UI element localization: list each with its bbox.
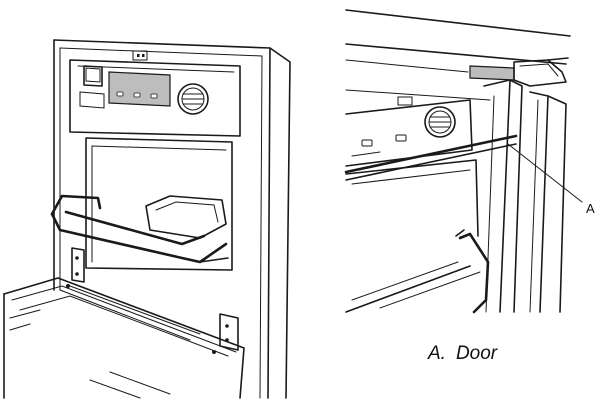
cabinet-body	[53, 39, 291, 399]
panel-button	[116, 91, 124, 97]
door-bracket-right	[219, 313, 239, 351]
panel-button	[133, 92, 141, 98]
ice-bin	[145, 195, 227, 239]
legend-text: Door	[455, 343, 498, 364]
control-dial	[424, 106, 456, 138]
toggle-switch	[83, 65, 103, 87]
display-panel	[108, 71, 171, 107]
control-dial	[177, 83, 209, 115]
left-illustration	[3, 39, 291, 399]
legend: A. Door	[428, 343, 497, 365]
top-hinge	[469, 65, 515, 81]
panel-button	[395, 134, 407, 142]
top-latch	[132, 50, 148, 61]
open-door	[3, 247, 245, 399]
callout-a: A	[507, 143, 595, 216]
door-bracket-left	[71, 247, 85, 283]
control-panel-closeup	[345, 96, 473, 167]
control-panel	[69, 59, 241, 137]
bail-handle	[50, 194, 229, 264]
door-closeup	[483, 79, 567, 313]
legend-letter: A.	[428, 343, 446, 364]
interior-closeup	[344, 134, 518, 314]
callout-letter: A	[586, 201, 595, 216]
right-illustration: A	[344, 9, 595, 314]
panel-button	[150, 93, 158, 99]
panel-button	[361, 139, 373, 147]
inner-cavity	[85, 137, 233, 271]
cabinet-top-closeup	[345, 9, 571, 101]
